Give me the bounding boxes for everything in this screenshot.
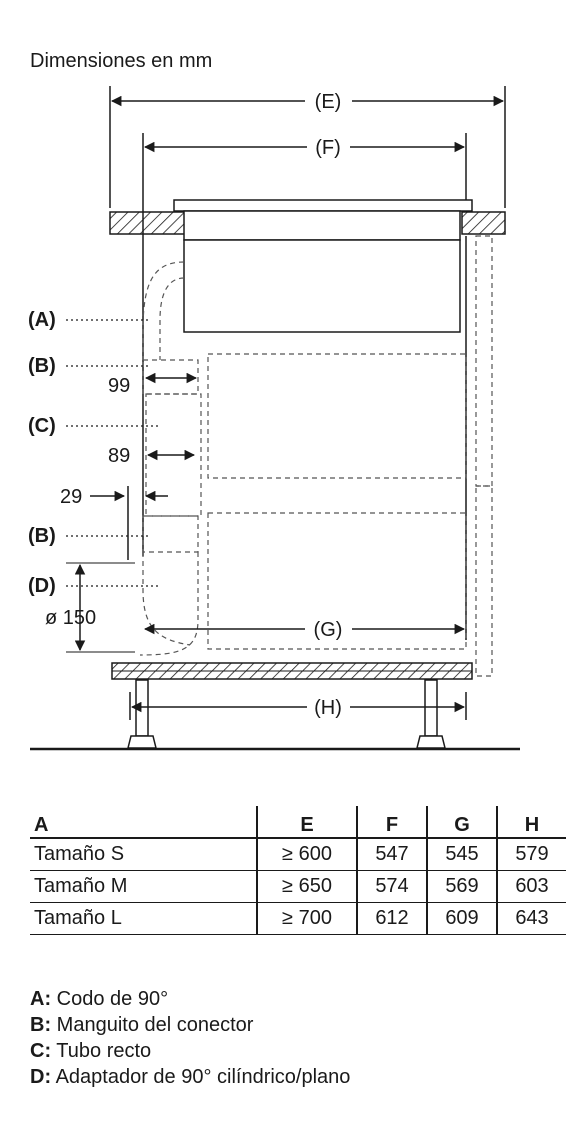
legend-text: Codo de 90° <box>51 988 169 1010</box>
callout-b1: (B) <box>28 355 150 377</box>
table-header-e: E <box>256 806 357 839</box>
cabinet-legs <box>127 679 446 749</box>
diagram-heading: Dimensiones en mm <box>30 50 213 72</box>
table-header-h: H <box>496 806 566 839</box>
table-cell: 612 <box>356 902 427 935</box>
table-cell: Tamaño M <box>30 870 257 903</box>
label-e: (E) <box>315 91 342 113</box>
table-cell: Tamaño L <box>30 902 257 935</box>
measure-89: 89 <box>108 445 196 467</box>
table-header-a: A <box>30 806 257 839</box>
legend-item: C: Tubo recto <box>30 1038 350 1064</box>
dimension-f: (F) <box>142 133 467 556</box>
legend-item: A: Codo de 90° <box>30 986 350 1012</box>
table-row: Tamaño S ≥ 600 547 545 579 <box>30 838 566 871</box>
table-cell: Tamaño S <box>30 838 257 871</box>
label-a: (A) <box>28 309 56 331</box>
table-cell: ≥ 600 <box>256 838 357 871</box>
dimension-h: (H) <box>129 692 467 720</box>
label-b1: (B) <box>28 355 56 377</box>
callout-d: (D) <box>28 575 160 597</box>
legend-text: Adaptador de 90° cilíndrico/plano <box>51 1066 351 1088</box>
legend-key: D: <box>30 1066 52 1088</box>
table-row: Tamaño L ≥ 700 612 609 643 <box>30 902 566 935</box>
label-g: (G) <box>314 619 343 641</box>
label-99: 99 <box>108 375 130 397</box>
legend-key: B: <box>30 1014 52 1036</box>
legend-text: Manguito del conector <box>51 1014 254 1036</box>
bottom-shelf <box>111 662 473 680</box>
dimension-e: (E) <box>109 86 506 208</box>
dashed-cabinet <box>207 235 493 677</box>
label-diameter: ø 150 <box>45 607 96 629</box>
label-c: (C) <box>28 415 56 437</box>
table-header-f: F <box>356 806 427 839</box>
measure-99: 99 <box>108 372 198 397</box>
table-cell: 574 <box>356 870 427 903</box>
callout-a: (A) <box>28 309 150 331</box>
table-cell: ≥ 700 <box>256 902 357 935</box>
duct-pipe <box>139 261 202 656</box>
table-cell: 643 <box>496 902 566 935</box>
legend-key: C: <box>30 1040 52 1062</box>
table-header-row: A E F G H <box>30 806 566 839</box>
measure-29: 29 <box>60 486 168 560</box>
label-h: (H) <box>314 697 342 719</box>
dimensions-table: A E F G H Tamaño S ≥ 600 547 545 579 Tam… <box>30 806 566 935</box>
table-header-g: G <box>426 806 497 839</box>
label-d: (D) <box>28 575 56 597</box>
table-cell: ≥ 650 <box>256 870 357 903</box>
hob <box>173 199 473 640</box>
legend-key: A: <box>30 988 52 1010</box>
table-cell: 545 <box>426 838 497 871</box>
table-cell: 547 <box>356 838 427 871</box>
legend-item: D: Adaptador de 90° cilíndrico/plano <box>30 1064 350 1090</box>
label-b2: (B) <box>28 525 56 547</box>
table-cell: 579 <box>496 838 566 871</box>
label-89: 89 <box>108 445 130 467</box>
legend-item: B: Manguito del conector <box>30 1012 350 1038</box>
label-29: 29 <box>60 486 82 508</box>
callout-b2: (B) <box>28 525 150 547</box>
dimension-g: (G) <box>143 619 466 641</box>
table-cell: 603 <box>496 870 566 903</box>
legend-text: Tubo recto <box>51 1040 152 1062</box>
measure-diameter: ø 150 <box>45 562 135 653</box>
table-cell: 569 <box>426 870 497 903</box>
legend: A: Codo de 90° B: Manguito del conector … <box>30 986 350 1090</box>
installation-diagram: (E) (F) (A) <box>28 86 520 751</box>
label-f: (F) <box>315 137 341 159</box>
table-cell: 609 <box>426 902 497 935</box>
callout-c: (C) <box>28 415 160 437</box>
table-row: Tamaño M ≥ 650 574 569 603 <box>30 870 566 903</box>
